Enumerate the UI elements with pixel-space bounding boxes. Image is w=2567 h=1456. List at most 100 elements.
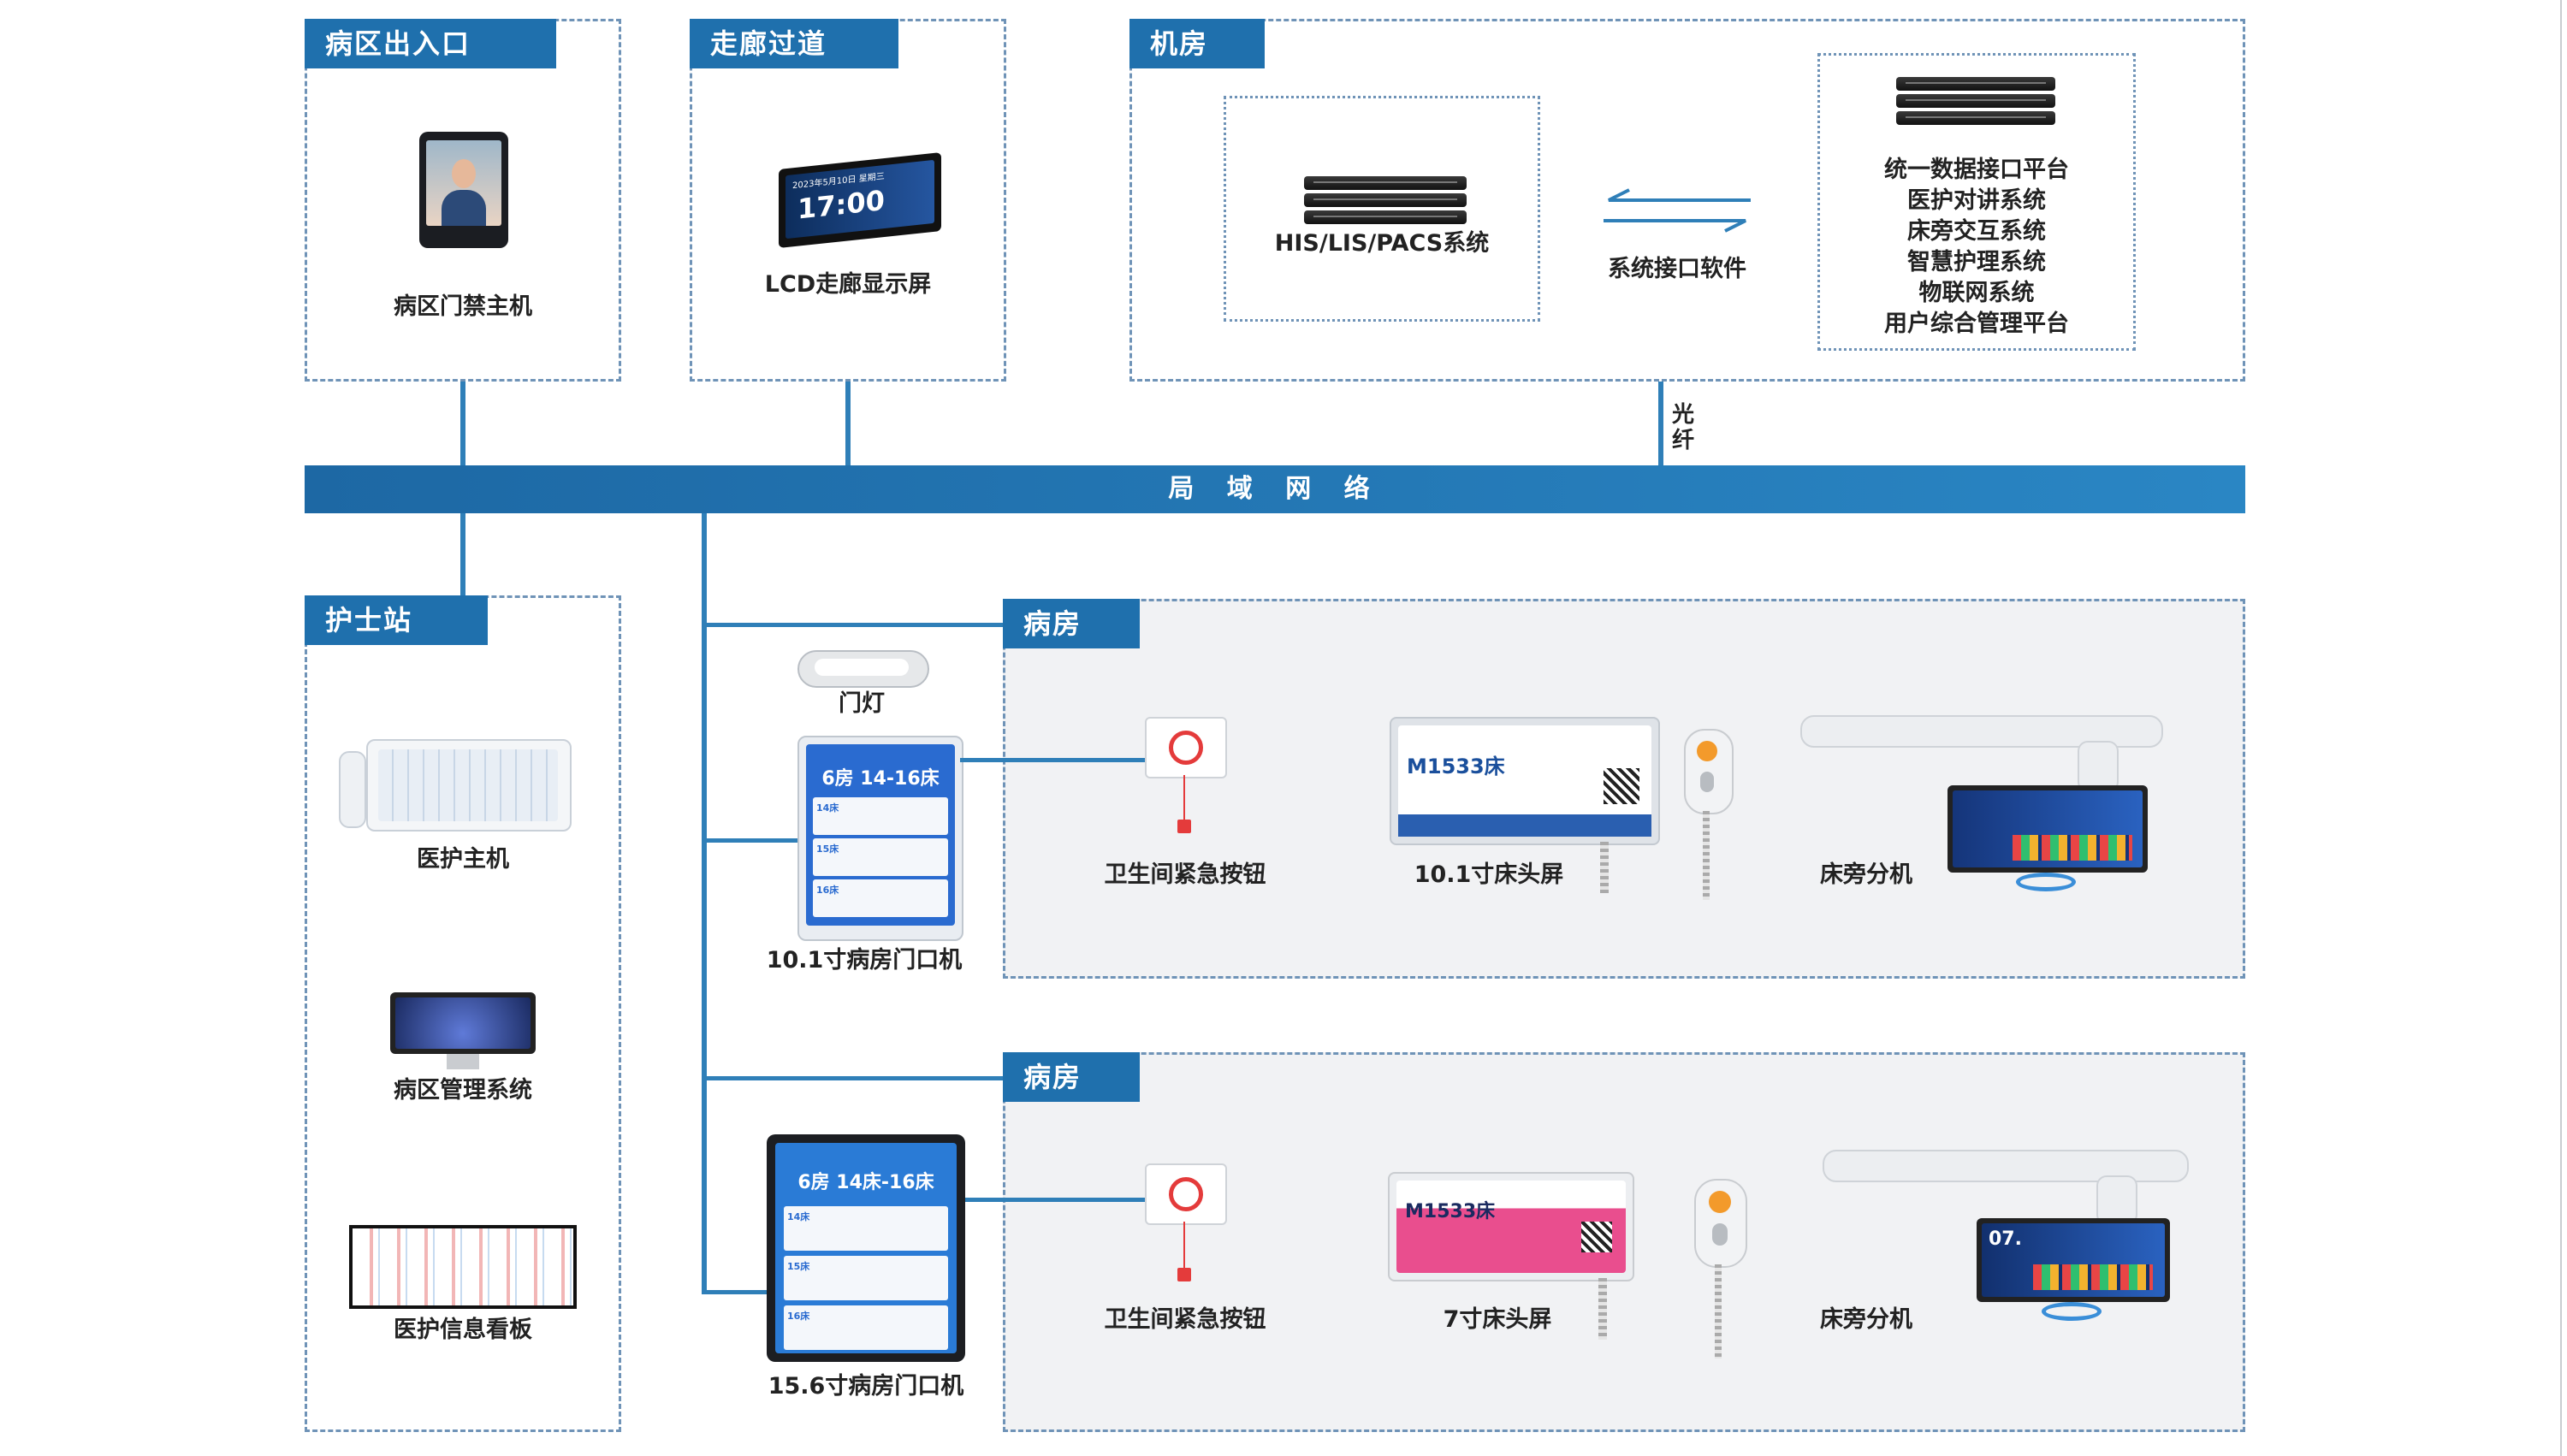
his-server-2 xyxy=(1304,193,1467,207)
bedside-2-bars xyxy=(2033,1264,2153,1290)
door-156-screen: 6房 14床-16床 14床 15床 16床 xyxy=(775,1143,957,1353)
door-light-device xyxy=(797,650,929,688)
door-light-label: 门灯 xyxy=(839,690,885,717)
ward2-branch xyxy=(702,1076,1003,1080)
emergency-2-label: 卫生间紧急按钮 xyxy=(1104,1306,1266,1333)
ward-trunk xyxy=(702,513,707,1293)
fiber-label: 光纤 xyxy=(1672,402,1695,453)
face-screen xyxy=(426,140,501,226)
emergency-button-1 xyxy=(1145,717,1227,778)
bed-101-toolbar xyxy=(1398,814,1651,837)
door-101-row-2-label: 15床 xyxy=(816,843,839,855)
info-board-label: 医护信息看板 xyxy=(394,1317,532,1343)
his-server-3 xyxy=(1304,210,1467,224)
bed-7-qr-icon xyxy=(1581,1222,1612,1252)
platform-server-1 xyxy=(1896,77,2055,91)
handheld-2-grey-button xyxy=(1712,1223,1728,1246)
emergency-1-label: 卫生间紧急按钮 xyxy=(1104,861,1266,888)
door-101-row-3: 16床 xyxy=(813,879,948,917)
handheld-1-grey-button xyxy=(1700,772,1714,792)
bedside-1-bars xyxy=(2013,835,2132,861)
person-head-icon xyxy=(452,159,476,188)
bedside-2-monitor: 07. xyxy=(1977,1218,2170,1302)
bedside-2-number: 07. xyxy=(1989,1228,2022,1250)
platform-box xyxy=(1817,53,2136,351)
bed-101-bed-label: M1533床 xyxy=(1407,755,1505,778)
nurse-host-screen xyxy=(378,749,558,821)
door-156-row-1-label: 14床 xyxy=(787,1211,810,1222)
corridor-screen-label: LCD走廊显示屏 xyxy=(764,271,932,298)
platform-server-3 xyxy=(1896,111,2055,125)
ward-mgmt-stand xyxy=(447,1054,479,1069)
handheld-1-cable xyxy=(1703,811,1710,900)
lan-bus: 局 域 网 络 xyxy=(305,465,2245,513)
platform-server-2 xyxy=(1896,94,2055,108)
emergency-button-2-red xyxy=(1169,1177,1203,1211)
bed-101-device: M1533床 xyxy=(1390,717,1660,845)
info-board-device xyxy=(349,1225,577,1309)
bedside-1-label: 床旁分机 xyxy=(1820,861,1912,888)
platform-item-1: 统一数据接口平台 xyxy=(1884,157,2069,183)
platform-item-4: 智慧护理系统 xyxy=(1907,249,2046,275)
corridor-tag: 走廊过道 xyxy=(690,19,898,68)
bed-7-screen: M1533床 xyxy=(1396,1181,1626,1273)
handheld-2-orange-button xyxy=(1709,1191,1731,1213)
bedside-2-arm-joint xyxy=(2096,1175,2137,1225)
bed-101-qr-icon xyxy=(1604,768,1639,804)
edge-divider xyxy=(2560,0,2562,1456)
info-board-screen xyxy=(353,1228,573,1305)
nurse-station-tag: 护士站 xyxy=(305,595,488,645)
bedside-1-monitor xyxy=(1947,785,2148,873)
interface-label: 系统接口软件 xyxy=(1608,256,1746,282)
platform-item-5: 物联网系统 xyxy=(1918,280,2035,306)
door-light-branch xyxy=(702,623,1003,627)
access-control-label: 病区门禁主机 xyxy=(394,293,532,320)
ward1-door-link xyxy=(960,758,1145,762)
door-101-screen: 6房 14-16床 14床 15床 16床 xyxy=(806,744,955,926)
platform-item-2: 医护对讲系统 xyxy=(1907,187,2046,214)
bedside-1-screen xyxy=(1953,790,2143,867)
corridor-screen-display: 2023年5月10日 星期三 17:00 xyxy=(786,159,934,240)
handheld-1-orange-button xyxy=(1697,741,1717,761)
door-156-row-2-label: 15床 xyxy=(787,1261,810,1272)
emergency-pull-cord-1 xyxy=(1183,775,1185,821)
handheld-2-device xyxy=(1694,1179,1747,1268)
door-101-row-2: 15床 xyxy=(813,838,948,876)
nurse-host-label: 医护主机 xyxy=(417,846,509,873)
platform-item-3: 床旁交互系统 xyxy=(1907,218,2046,245)
door-101-label: 10.1寸病房门口机 xyxy=(766,947,963,974)
door-156-row-1: 14床 xyxy=(784,1206,948,1251)
emergency-button-1-red xyxy=(1169,731,1203,765)
door-101-header: 6房 14-16床 xyxy=(821,768,940,790)
corridor-connector xyxy=(845,382,851,467)
emergency-pull-handle-1 xyxy=(1177,820,1191,833)
emergency-button-2 xyxy=(1145,1163,1227,1225)
door-101-device: 6房 14-16床 14床 15床 16床 xyxy=(797,736,963,941)
access-control-device xyxy=(419,132,508,248)
bed-7-bed-label: M1533床 xyxy=(1405,1201,1496,1222)
bed-7-cable xyxy=(1598,1278,1607,1340)
his-box xyxy=(1224,96,1540,322)
bedside-2-screen: 07. xyxy=(1982,1223,2165,1297)
ward-mgmt-monitor xyxy=(390,992,536,1054)
nurse-connector xyxy=(460,513,465,599)
machine-room-zone xyxy=(1129,19,2245,382)
bedside-2-ring xyxy=(2042,1302,2102,1321)
his-label: HIS/LIS/PACS系统 xyxy=(1274,230,1490,257)
door-156-label: 15.6寸病房门口机 xyxy=(768,1373,964,1400)
platform-item-6: 用户综合管理平台 xyxy=(1884,311,2069,337)
door-156-device: 6房 14床-16床 14床 15床 16床 xyxy=(767,1134,965,1362)
door-101-row-1: 14床 xyxy=(813,797,948,835)
bed-7-device: M1533床 xyxy=(1388,1172,1634,1281)
his-server-1 xyxy=(1304,176,1467,190)
ward-mgmt-label: 病区管理系统 xyxy=(394,1077,532,1104)
handheld-2-cable xyxy=(1715,1264,1722,1358)
bidirectional-arrow-icon xyxy=(1604,188,1751,233)
telephone-handset-icon xyxy=(339,751,366,828)
emergency-pull-cord-2 xyxy=(1183,1222,1185,1271)
door-light-lens xyxy=(815,659,909,676)
ward-mgmt-screen xyxy=(395,997,531,1049)
ward2-door-link xyxy=(965,1198,1145,1202)
bed-101-label: 10.1寸床头屏 xyxy=(1414,861,1564,888)
bedside-1-arm-joint xyxy=(2078,741,2119,792)
